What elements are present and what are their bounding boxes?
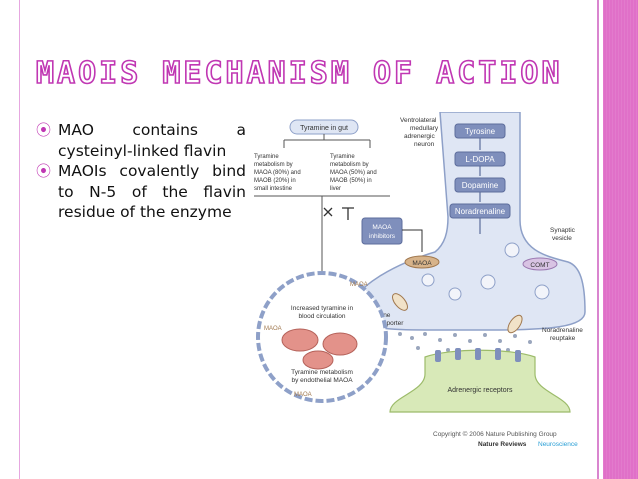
tyramine-gut-label: Tyramine in gut [300, 125, 348, 132]
bullet-text: MAOIs covalently bind to N-5 of the flav… [58, 162, 246, 221]
bullet-item: ⦿ MAO contains a cysteinyl-linked flavin [36, 120, 246, 161]
noradrenaline-label: Noradrenaline [455, 207, 506, 216]
right-metabolism-line: MAOA (50%) and [330, 170, 377, 176]
circle-text-bottom: Tyramine metabolism [291, 369, 353, 376]
synaptic-vesicle [448, 287, 462, 301]
dopamine-label: Dopamine [462, 181, 499, 190]
inhibition-marks [323, 207, 354, 220]
gut-branch-lines [283, 134, 371, 148]
neurotransmitter-dots [398, 332, 532, 352]
receptor-row [435, 348, 521, 362]
synaptic-vesicle [421, 273, 435, 287]
synaptic-vesicle-label: Synaptic [550, 227, 576, 234]
maoa-label: MAOA [412, 260, 432, 267]
diagram-svg: Tyrosine L-DOPA Dopamine Noradrenaline V… [254, 111, 586, 448]
left-border-line [19, 0, 20, 479]
maoa-enzyme [404, 255, 440, 269]
comt-enzyme [522, 257, 558, 271]
bullet-item: ⦿ MAOIs covalently bind to N-5 of the fl… [36, 161, 246, 223]
synaptic-vesicle-label: vesicle [552, 235, 572, 242]
red-blood-cell [302, 350, 334, 370]
right-metabolism-text: Tyramine metabolism by MAOA (50%) and MA… [330, 154, 377, 192]
synaptic-vesicle [480, 274, 496, 290]
circle-text-bottom: by endothelial MAOA [291, 377, 353, 384]
noradrenaline-reuptake-label: Noradrenaline [542, 327, 583, 334]
maoa-inhibitors-label: inhibitors [369, 233, 396, 240]
circle-text-top: Increased tyramine in [291, 305, 354, 312]
circle-text-top: blood circulation [299, 313, 346, 320]
journal-name: Nature Reviews [478, 441, 527, 448]
journal-section: Neuroscience [538, 441, 578, 448]
circle-maoa-label: MAOA [264, 326, 282, 332]
ldopa-label: L-DOPA [465, 155, 495, 164]
amine-transporter-label: transporter [372, 320, 404, 327]
left-metabolism-line: small intestine [254, 186, 293, 192]
right-metabolism-line: metabolism by [330, 162, 369, 168]
maoa-inhibitors-label: MAOA [372, 224, 392, 231]
neuron-label-line: neuron [414, 141, 435, 148]
copyright-text: Copyright © 2006 Nature Publishing Group [433, 430, 557, 438]
bullet-icon: ⦿ [36, 121, 52, 139]
mechanism-diagram: Tyrosine L-DOPA Dopamine Noradrenaline V… [250, 111, 595, 457]
left-metabolism-line: MAOA (80%) and [254, 170, 301, 176]
slide-title: MAOIS MECHANISM OF ACTION [35, 55, 563, 92]
right-border-line [597, 0, 599, 479]
synaptic-vesicle [534, 284, 550, 300]
left-metabolism-line: metabolism by [254, 162, 293, 168]
tyrosine-label: Tyrosine [465, 127, 496, 136]
adrenergic-receptors-label: Adrenergic receptors [448, 387, 513, 394]
right-metabolism-line: liver [330, 186, 341, 192]
maoa-inhibitors-box [361, 217, 403, 245]
amine-transporter [507, 314, 523, 334]
right-metabolism-line: Tyramine [330, 154, 355, 160]
neuron-label-line: medullary [410, 125, 439, 132]
right-metabolism-line: MAOB (50%) in [330, 178, 372, 184]
red-blood-cell [322, 332, 358, 356]
decorative-side-band [603, 0, 638, 479]
left-metabolism-line: Tyramine [254, 154, 279, 160]
circle-maoa-label: MAOA [294, 392, 312, 398]
left-metabolism-line: MAOB (20%) in [254, 178, 296, 184]
bullet-icon: ⦿ [36, 162, 52, 180]
red-blood-cell [281, 328, 319, 352]
neuron-body [349, 111, 586, 331]
neuron-label-line: adrenergic [404, 133, 435, 140]
amine-transporter [392, 293, 408, 311]
circle-maoa-label: MAOA [350, 282, 368, 288]
inhibitor-arrow [402, 229, 423, 252]
left-metabolism-text: Tyramine metabolism by MAOA (80%) and MA… [254, 154, 301, 192]
noradrenaline-reuptake-label: reuptake [550, 335, 576, 342]
bullet-list: ⦿ MAO contains a cysteinyl-linked flavin… [36, 120, 246, 223]
neuron-label-line: Ventrolateral [400, 117, 437, 124]
comt-label: COMT [530, 262, 549, 269]
blood-vessel-circle [256, 271, 388, 403]
bullet-text: MAO contains a cysteinyl-linked flavin [58, 121, 246, 160]
metabolism-to-blood-line [254, 195, 390, 272]
synaptic-vesicle [504, 242, 520, 258]
